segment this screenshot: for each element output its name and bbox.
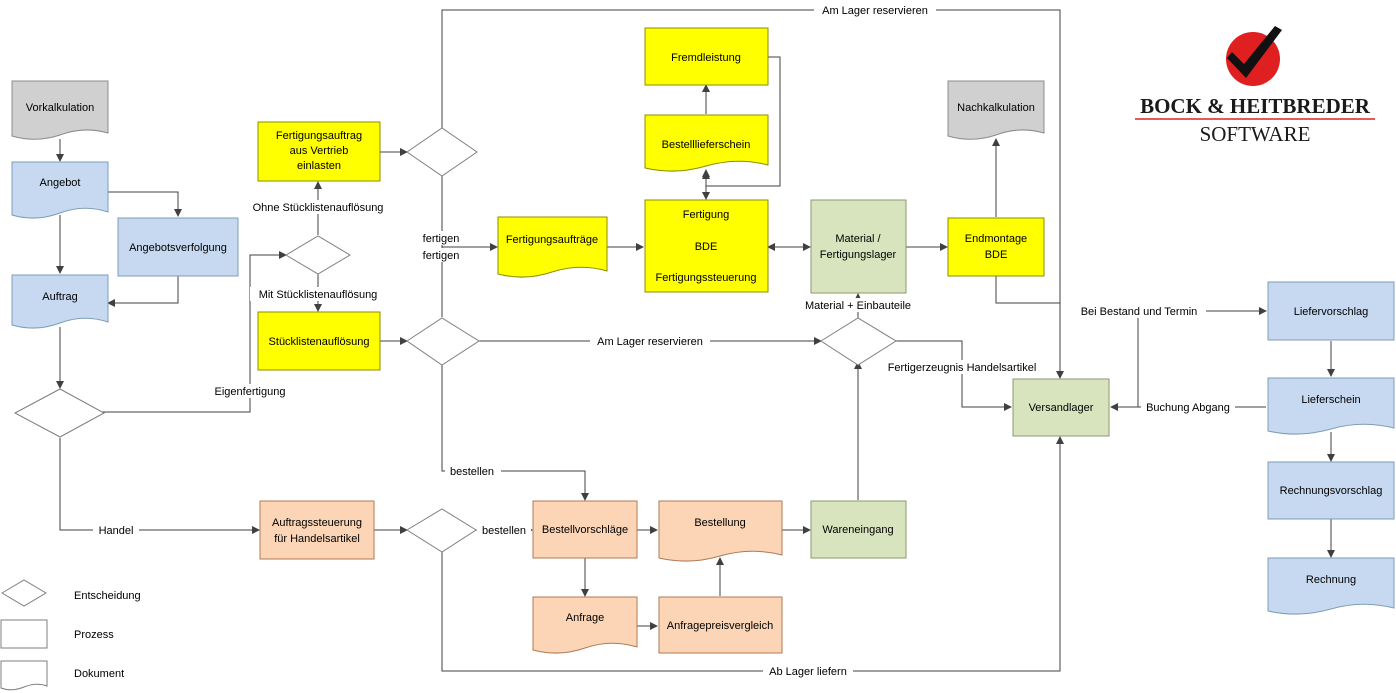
label-am-lager-mid: Am Lager reservieren (597, 336, 703, 348)
node-bestellung (658, 500, 783, 562)
label-fertigen-2: fertigen (423, 250, 460, 262)
angebot-label: Angebot (40, 177, 81, 189)
label-buchung: Buchung Abgang (1146, 402, 1230, 414)
legend-document-shape (0, 660, 48, 691)
node-anfrage (532, 596, 638, 654)
angebotsverfolgung-label: Angebotsverfolgung (129, 242, 227, 254)
fertigungsauftraege-label: Fertigungsaufträge (506, 234, 598, 246)
node-angebotsverfolgung (117, 217, 239, 277)
fertigung-line3: Fertigungssteuerung (656, 272, 757, 284)
rechnungsvorschlag-label: Rechnungsvorschlag (1280, 485, 1383, 497)
legend-entscheidung: Entscheidung (74, 590, 141, 602)
node-auftragssteuerung (259, 500, 375, 560)
bestellvorschlaege-label: Bestellvorschläge (542, 524, 628, 536)
label-ohne: Ohne Stücklistenauflösung (253, 202, 384, 214)
stuecklistenaufloesung-label: Stücklistenauflösung (269, 336, 370, 348)
edge-labels: Am Lager reservieren Ohne Stücklistenauf… (93, 3, 1235, 678)
bestelllieferschein-label: Bestelllieferschein (662, 139, 751, 151)
fa-line1: Fertigungsauftrag (276, 130, 362, 142)
label-ab-lager: Ab Lager liefern (769, 666, 847, 678)
node-nachkalkulation (947, 80, 1045, 140)
node-lieferschein (1267, 377, 1395, 435)
nachkalkulation-label: Nachkalkulation (957, 102, 1035, 114)
fa-line2: aus Vertrieb (290, 145, 349, 157)
endmontage-line2: BDE (985, 249, 1008, 261)
fertigung-line2: BDE (695, 241, 718, 253)
legend-prozess: Prozess (74, 629, 114, 641)
auftrag-label: Auftrag (42, 291, 77, 303)
label-eigenfertigung: Eigenfertigung (215, 386, 286, 398)
logo-line2: SOFTWARE (1200, 122, 1311, 146)
decision-stueckliste (285, 235, 351, 275)
legend-decision-shape (1, 579, 47, 607)
legend: Entscheidung Prozess Dokument (0, 579, 141, 691)
as-line2: für Handelsartikel (274, 533, 360, 545)
as-line1: Auftragssteuerung (272, 517, 362, 529)
label-bestellen-1: bestellen (450, 466, 494, 478)
label-material-einbau: Material + Einbauteile (805, 300, 911, 312)
material-line2: Fertigungslager (820, 249, 897, 261)
decision-fertigungsauftrag (406, 127, 478, 177)
label-handel: Handel (99, 525, 134, 537)
versandlager-label: Versandlager (1029, 402, 1094, 414)
fa-line3: einlasten (297, 160, 341, 172)
node-endmontage (947, 217, 1045, 277)
logo-line1: BOCK & HEITBREDER (1140, 94, 1371, 118)
lieferschein-label: Lieferschein (1301, 394, 1360, 406)
node-anfragepreisvergleich (658, 596, 783, 654)
node-bestelllieferschein (644, 114, 769, 172)
node-material-fertigungslager (810, 199, 907, 294)
bestellung-label: Bestellung (694, 517, 745, 529)
liefervorschlag-label: Liefervorschlag (1294, 306, 1369, 318)
fremdleistung-label: Fremdleistung (671, 52, 741, 64)
checkmark-icon (1227, 26, 1282, 78)
node-fertigungsauftraege (497, 216, 608, 278)
edges (56, 9, 1335, 672)
legend-process-shape (0, 619, 48, 649)
node-angebot (11, 161, 109, 219)
node-bestellvorschlaege (532, 500, 638, 559)
decision-material (820, 317, 897, 366)
vorkalkulation-label: Vorkalkulation (26, 102, 95, 114)
decision-auftragsart (13, 388, 106, 438)
legend-dokument: Dokument (74, 668, 124, 680)
node-auftrag (11, 274, 109, 329)
node-rechnung (1267, 557, 1395, 615)
label-mit: Mit Stücklistenauflösung (259, 289, 378, 301)
node-stuecklistenaufloesung (257, 311, 381, 371)
endmontage-line1: Endmontage (965, 233, 1027, 245)
node-fertigungsauftrag-einlasten (257, 121, 381, 182)
company-logo: BOCK & HEITBREDER SOFTWARE (1135, 26, 1375, 146)
node-rechnungsvorschlag (1267, 461, 1395, 520)
node-wareneingang (810, 500, 907, 559)
node-fertigung (644, 199, 769, 293)
rechnung-label: Rechnung (1306, 574, 1356, 586)
decisions (13, 127, 897, 553)
anfrage-label: Anfrage (566, 612, 605, 624)
label-fertigen-1: fertigen (423, 233, 460, 245)
label-am-lager-top: Am Lager reservieren (822, 5, 928, 17)
material-line1: Material / (835, 233, 881, 245)
wareneingang-label: Wareneingang (822, 524, 893, 536)
label-fertigerzeugnis: Fertigerzeugnis Handelsartikel (888, 362, 1037, 374)
anfragepreisvergleich-label: Anfragepreisvergleich (667, 620, 773, 632)
node-vorkalkulation (11, 80, 109, 140)
label-bestand: Bei Bestand und Termin (1081, 306, 1198, 318)
node-versandlager (1012, 378, 1110, 437)
decision-handelsartikel (406, 508, 477, 553)
fertigung-line1: Fertigung (683, 209, 729, 221)
node-liefervorschlag (1267, 281, 1395, 341)
nodes: Vorkalkulation Angebot Angebotsverfolgun… (11, 27, 1395, 654)
decision-stuecklisten (406, 317, 480, 366)
node-fremdleistung (644, 27, 769, 86)
label-bestellen-2: bestellen (482, 525, 526, 537)
